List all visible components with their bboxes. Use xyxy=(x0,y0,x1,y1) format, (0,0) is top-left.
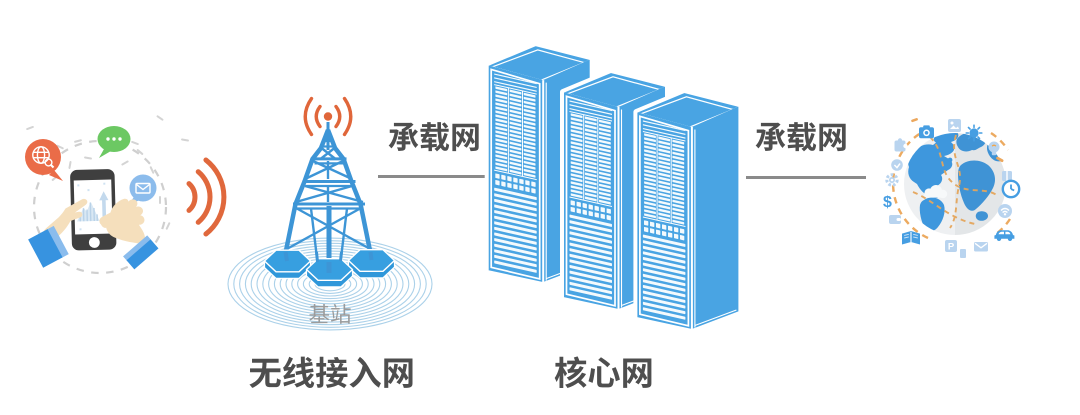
svg-text:P: P xyxy=(948,242,955,253)
svg-text:$: $ xyxy=(883,194,892,211)
